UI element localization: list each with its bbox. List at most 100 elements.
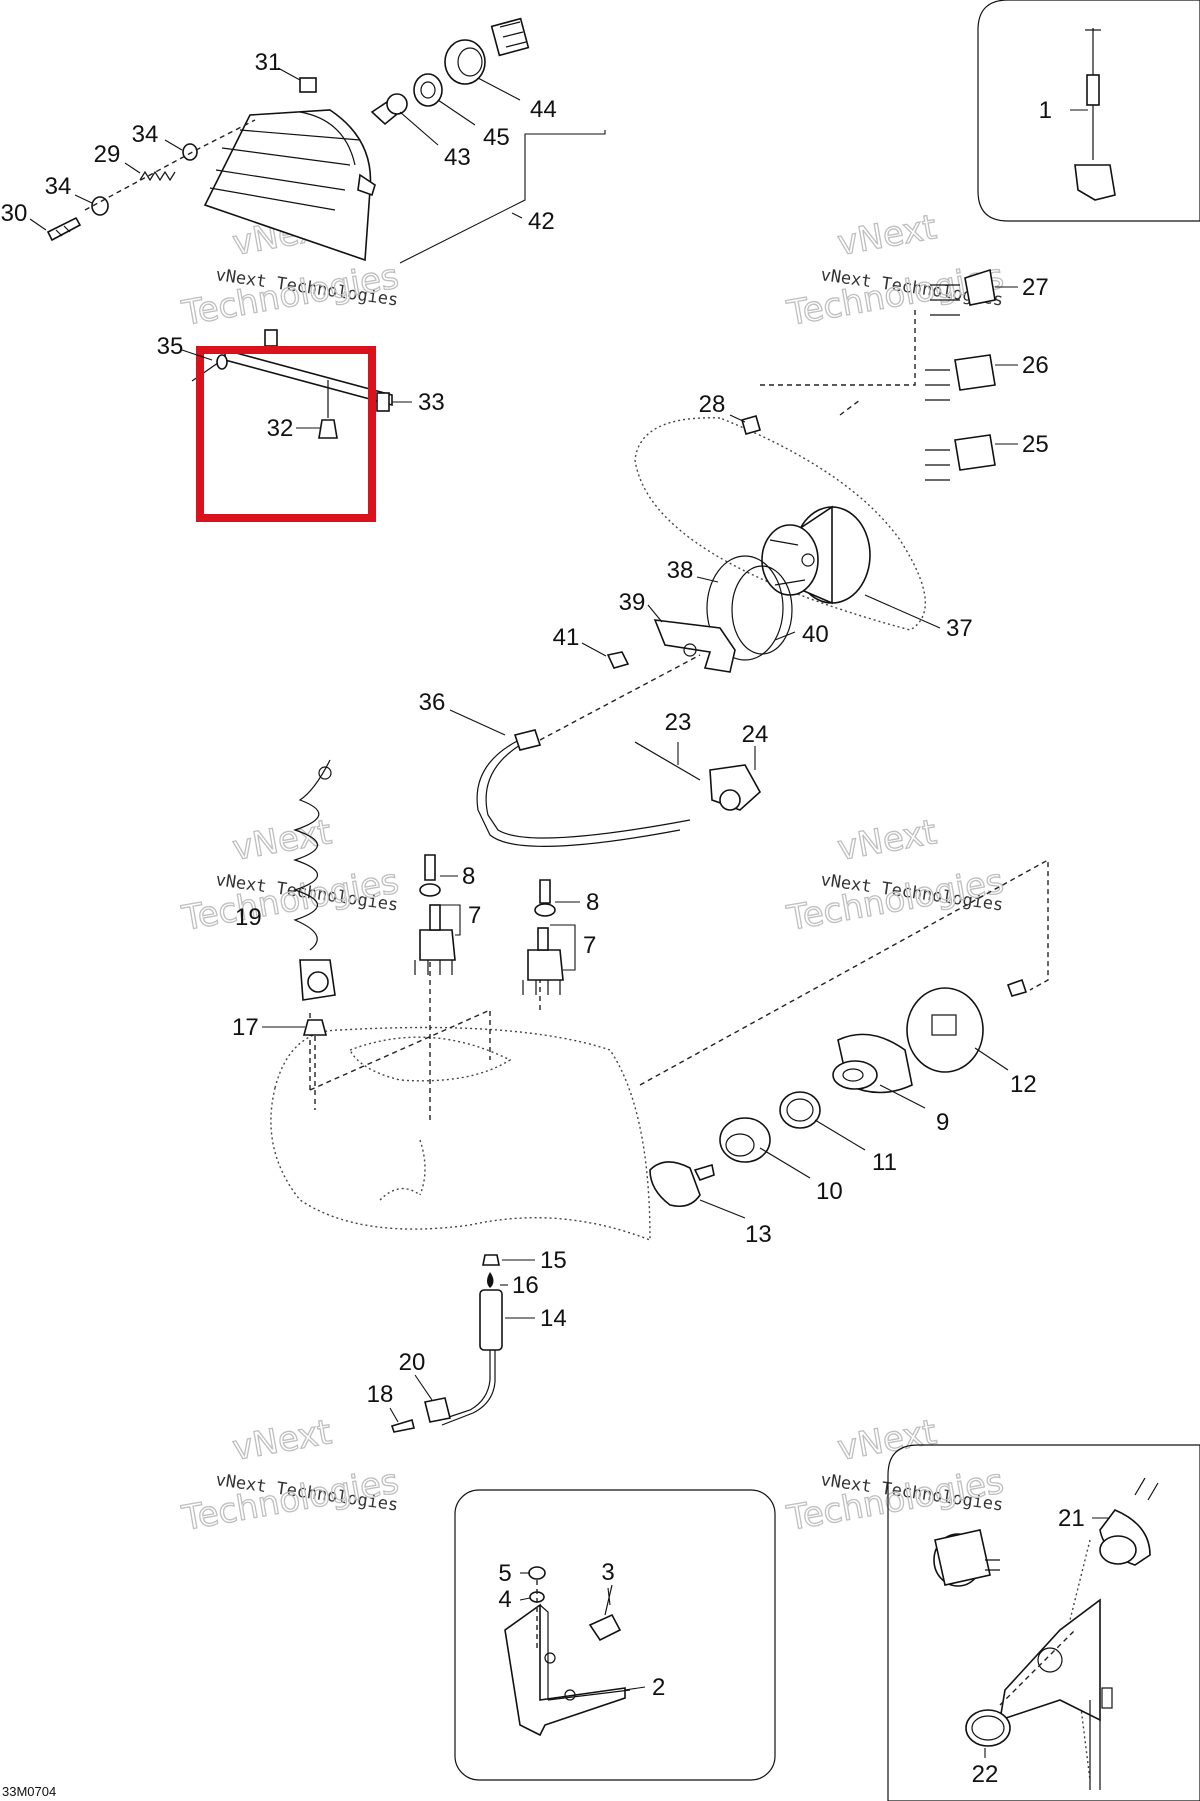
svg-text:10: 10 — [816, 1178, 843, 1205]
valve-24 — [709, 764, 762, 811]
hose-line — [539, 654, 701, 741]
callout-34-upper: 34 — [132, 121, 183, 151]
svg-text:vNext: vNext — [835, 207, 940, 264]
ignition-assembly-line — [639, 858, 1049, 1086]
bulb-28 — [741, 415, 761, 435]
svg-text:4: 4 — [498, 1586, 511, 1613]
callout-18: 18 — [367, 1381, 399, 1423]
nut-15 — [482, 1254, 500, 1266]
svg-text:42: 42 — [528, 208, 555, 235]
sealant-16 — [487, 1272, 494, 1288]
dash-panel-outline — [270, 1026, 651, 1242]
callout-14: 14 — [505, 1305, 567, 1332]
callout-21: 21 — [1058, 1505, 1110, 1532]
svg-text:37: 37 — [946, 615, 973, 642]
svg-text:32: 32 — [267, 415, 294, 442]
connector-top-44 — [490, 17, 530, 57]
callout-30: 30 — [1, 200, 47, 231]
svg-text:Technologies: Technologies — [784, 862, 1007, 939]
bracket-33 — [224, 329, 393, 412]
tether-cord-19 — [293, 759, 336, 1001]
callout-23: 23 — [665, 709, 692, 765]
callout-31: 31 — [255, 49, 301, 81]
svg-text:20: 20 — [399, 1349, 426, 1376]
svg-text:Technologies: Technologies — [179, 1462, 402, 1539]
svg-text:27: 27 — [1022, 274, 1049, 301]
svg-text:vNext: vNext — [835, 1412, 940, 1469]
bulb-43 — [370, 93, 408, 126]
svg-text:vNext: vNext — [230, 1412, 335, 1469]
svg-text:45: 45 — [483, 124, 510, 151]
callout-12: 12 — [974, 1047, 1037, 1098]
washer-34-upper — [182, 143, 198, 161]
pin-23 — [634, 741, 701, 781]
inset-frame-detail — [998, 1539, 1113, 1790]
svg-text:38: 38 — [667, 557, 694, 584]
washer-34-lower — [91, 196, 109, 216]
watermark-mid-left: vNext vNext Technologies Technologies — [178, 812, 402, 940]
svg-text:11: 11 — [872, 1149, 897, 1176]
inset-panel-bottom-center — [454, 1489, 776, 1781]
gauge-37 — [761, 505, 871, 605]
cap-17 — [302, 1019, 328, 1036]
svg-text:16: 16 — [512, 1272, 539, 1299]
callout-1: 1 — [1039, 97, 1088, 124]
svg-text:7: 7 — [583, 932, 596, 959]
svg-text:12: 12 — [1010, 1071, 1037, 1098]
svg-text:34: 34 — [45, 173, 72, 200]
callout-39: 39 — [619, 589, 663, 623]
svg-text:8: 8 — [586, 889, 599, 916]
callout-7-right: 7 — [550, 924, 596, 971]
callout-8-left: 8 — [440, 863, 475, 890]
svg-text:23: 23 — [665, 709, 692, 736]
callout-29: 29 — [94, 141, 141, 174]
callout-5: 5 — [498, 1560, 530, 1587]
dash-panel-recess — [349, 1036, 512, 1082]
watermark-bottom-left: vNext vNext Technologies Technologies — [178, 1412, 402, 1540]
callout-19: 19 — [235, 904, 262, 931]
svg-text:34: 34 — [132, 121, 159, 148]
svg-text:8: 8 — [462, 863, 475, 890]
spring-29 — [139, 170, 176, 182]
svg-text:41: 41 — [553, 624, 580, 651]
watermark-bottom-right: vNext vNext Technologies Technologies — [783, 1412, 1007, 1540]
ring-11 — [779, 1091, 821, 1129]
svg-text:29: 29 — [94, 141, 121, 168]
svg-text:9: 9 — [936, 1109, 949, 1136]
callout-24: 24 — [742, 721, 768, 770]
drawing-code: 33M0704 — [2, 1784, 56, 1799]
nut-5 — [528, 1566, 546, 1580]
terminal-18 — [390, 1418, 415, 1433]
watermark-mid-right: vNext vNext Technologies Technologies — [783, 812, 1007, 940]
bezel-10 — [719, 1117, 771, 1163]
callout-10: 10 — [759, 1147, 843, 1205]
svg-text:19: 19 — [235, 904, 262, 931]
callout-35: 35 — [157, 333, 213, 361]
svg-text:28: 28 — [699, 391, 726, 418]
nut-8-right — [534, 879, 556, 917]
switch-body-9 — [832, 1033, 913, 1094]
switch-25 — [925, 434, 996, 481]
inset-panel-top-right — [977, 0, 1200, 222]
clip-3 — [588, 1584, 622, 1642]
svg-text:26: 26 — [1022, 352, 1049, 379]
socket-45 — [413, 73, 443, 107]
dash-panel-detail — [379, 1139, 426, 1201]
svg-text:39: 39 — [619, 589, 646, 616]
svg-text:31: 31 — [255, 49, 282, 76]
callout-33: 33 — [392, 389, 445, 416]
screw-30 — [46, 216, 82, 242]
callout-28: 28 — [699, 391, 746, 423]
switch-27 — [930, 268, 996, 316]
nut-41 — [606, 651, 630, 669]
hose-36 — [476, 729, 691, 847]
callout-11: 11 — [814, 1119, 897, 1176]
bracket-2 — [504, 1603, 631, 1737]
switch-26 — [925, 354, 996, 401]
clip-31 — [299, 77, 317, 93]
callout-22: 22 — [972, 1748, 998, 1788]
switch-assembly-line — [760, 310, 916, 416]
switch-21-left — [933, 1529, 1000, 1587]
callout-8-right: 8 — [555, 889, 599, 916]
